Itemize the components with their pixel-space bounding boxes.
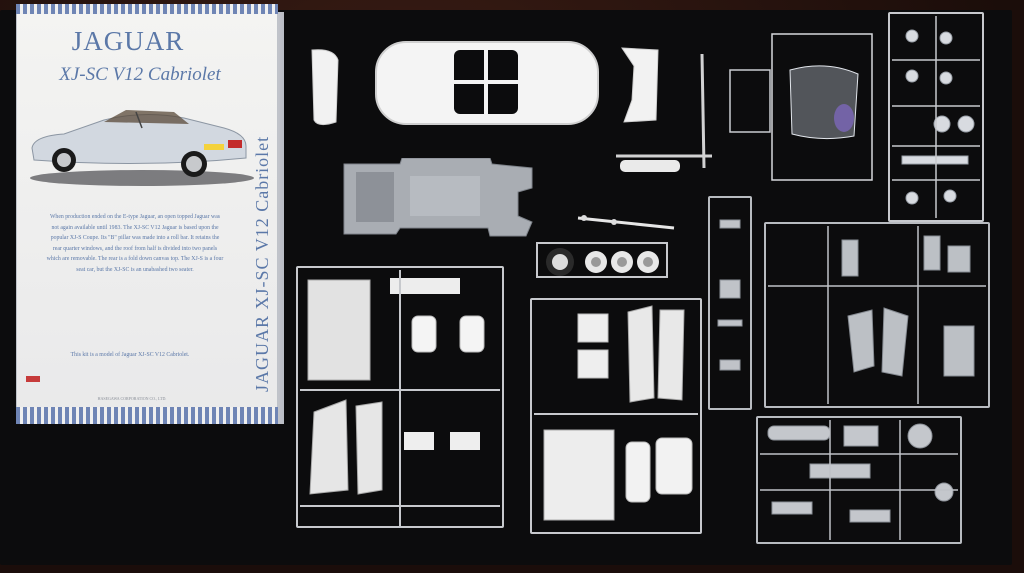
- small-rod-parts: [577, 215, 675, 230]
- chrome-sprue: [888, 12, 984, 222]
- chassis-floorpan: [343, 158, 533, 237]
- interior-parts: [300, 270, 500, 526]
- seat-parts: [534, 305, 698, 521]
- interior-sprue: [296, 266, 504, 528]
- engine-sprue: [756, 416, 962, 544]
- small-trim-sprue: [616, 53, 712, 172]
- box-description: When production ended on the E-type Jagu…: [46, 214, 224, 273]
- suspension-sprue: [764, 222, 990, 408]
- seat-sprue: [530, 298, 702, 534]
- clear-sprue: [729, 33, 873, 181]
- rear-bumper: [621, 47, 659, 123]
- exhaust-parts: [717, 219, 743, 371]
- suspension-parts: [768, 226, 986, 404]
- engine-parts: [760, 420, 958, 540]
- hasegawa-logo: [26, 376, 40, 382]
- body-shell: [375, 41, 599, 125]
- exhaust-sprue: [708, 196, 752, 410]
- chrome-parts: [892, 16, 980, 218]
- box-stripe-bottom: [16, 407, 278, 424]
- front-bumper: [311, 49, 339, 126]
- wheels-and-tires: [536, 242, 668, 278]
- box-spine-title: JAGUAR XJ-SC V12 Cabriolet: [252, 135, 272, 392]
- box-car-illustration: [30, 110, 254, 186]
- box-model-title: XJ-SC V12 Cabriolet: [59, 64, 221, 85]
- box-brand-title: JAGUAR: [71, 26, 185, 56]
- box-stripe-top: [16, 4, 278, 14]
- box-manufacturer: HASEGAWA CORPORATION CO., LTD.: [97, 396, 167, 401]
- kit-box: [16, 4, 278, 424]
- box-kit-note: This kit is a model of Jaguar XJ-SC V12 …: [70, 352, 190, 358]
